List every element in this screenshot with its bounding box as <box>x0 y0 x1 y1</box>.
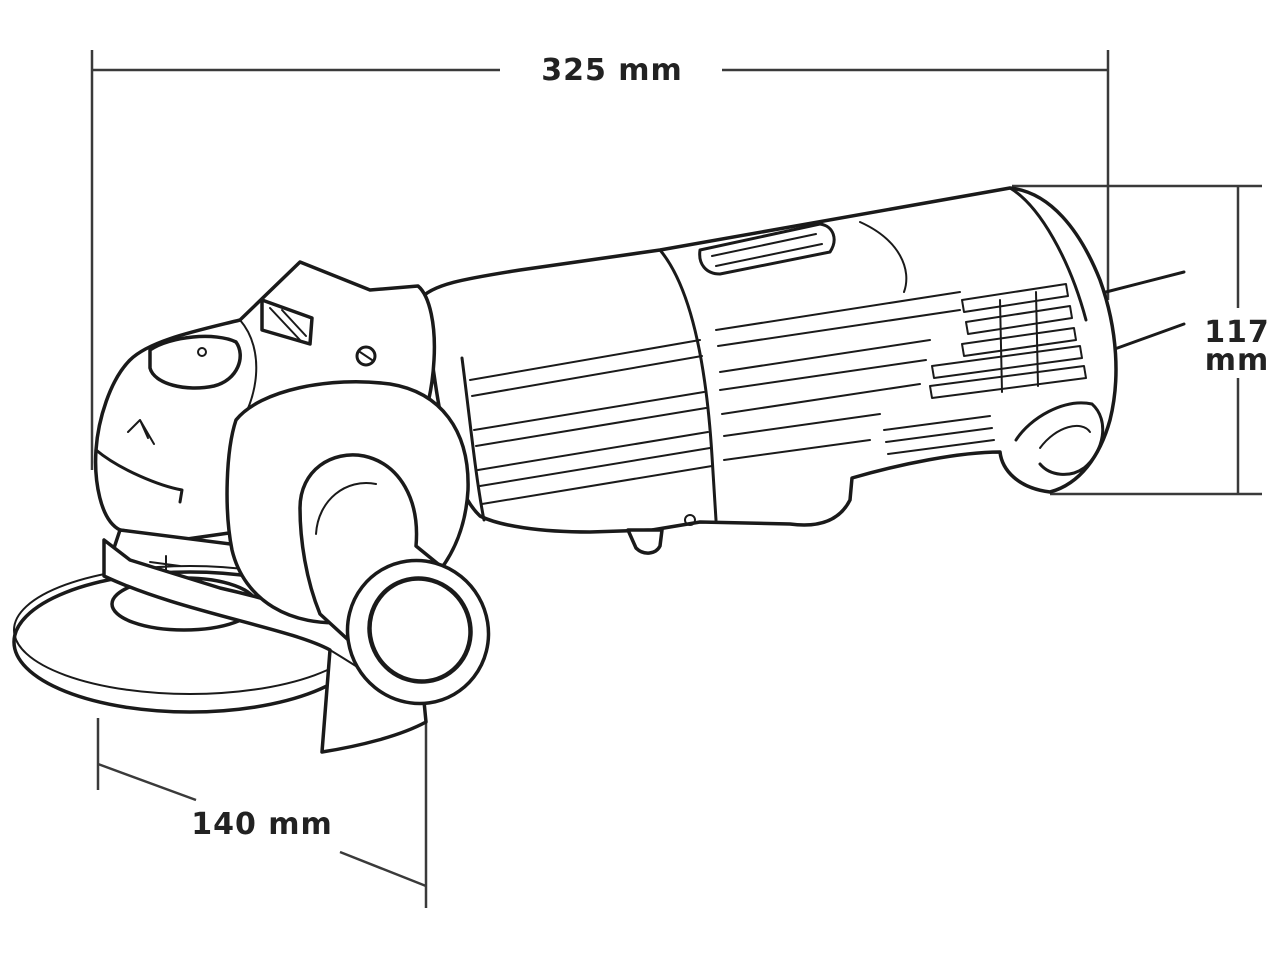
rear-cord-guard <box>1014 401 1105 476</box>
underside-screw <box>684 514 696 526</box>
height-label-value: 117 <box>1204 315 1270 350</box>
rear-cord-guard-inner <box>1039 424 1091 449</box>
motor-housing <box>418 186 1118 555</box>
ventilation-grille <box>929 283 1087 399</box>
cord-lower-line <box>1110 322 1186 352</box>
body-seam-rear <box>1008 186 1088 322</box>
side-screw-slot <box>359 351 373 361</box>
height-label-unit: mm <box>1205 343 1270 378</box>
side-screw <box>355 345 377 367</box>
switch-slider-inner <box>711 233 823 267</box>
front-ribs <box>469 339 713 505</box>
disc-dimension: 140 mm <box>96 718 428 908</box>
head-vent-window <box>260 298 314 346</box>
handle-grip-inner <box>367 576 473 684</box>
disc-dim-line-right <box>339 850 427 888</box>
handle-stem-contour <box>315 482 377 535</box>
lower-vent-lines <box>883 415 995 455</box>
switch-slider-outline <box>698 222 836 276</box>
spindle-lock-dot <box>197 347 207 357</box>
side-handle <box>225 380 491 706</box>
disc-dim-line-left <box>97 762 197 802</box>
rear-ribs <box>715 291 961 461</box>
head-vent-slats <box>269 307 307 341</box>
body-seam-front <box>460 356 486 522</box>
body-seam-middle <box>658 248 718 522</box>
rotation-arrow-mark <box>127 419 155 445</box>
spindle-lock-button <box>148 334 242 390</box>
cord-upper-line <box>1104 270 1186 294</box>
height-dimension: 117 mm <box>1012 184 1270 496</box>
length-label: 325 mm <box>541 53 683 88</box>
top-panel-curve <box>859 221 908 293</box>
motor-housing-outline <box>418 186 1118 534</box>
power-cord <box>1104 270 1186 352</box>
head-front-lip <box>94 448 184 504</box>
trigger <box>626 528 664 555</box>
length-dimension: 325 mm <box>90 50 1110 470</box>
disc-label: 140 mm <box>191 807 333 842</box>
